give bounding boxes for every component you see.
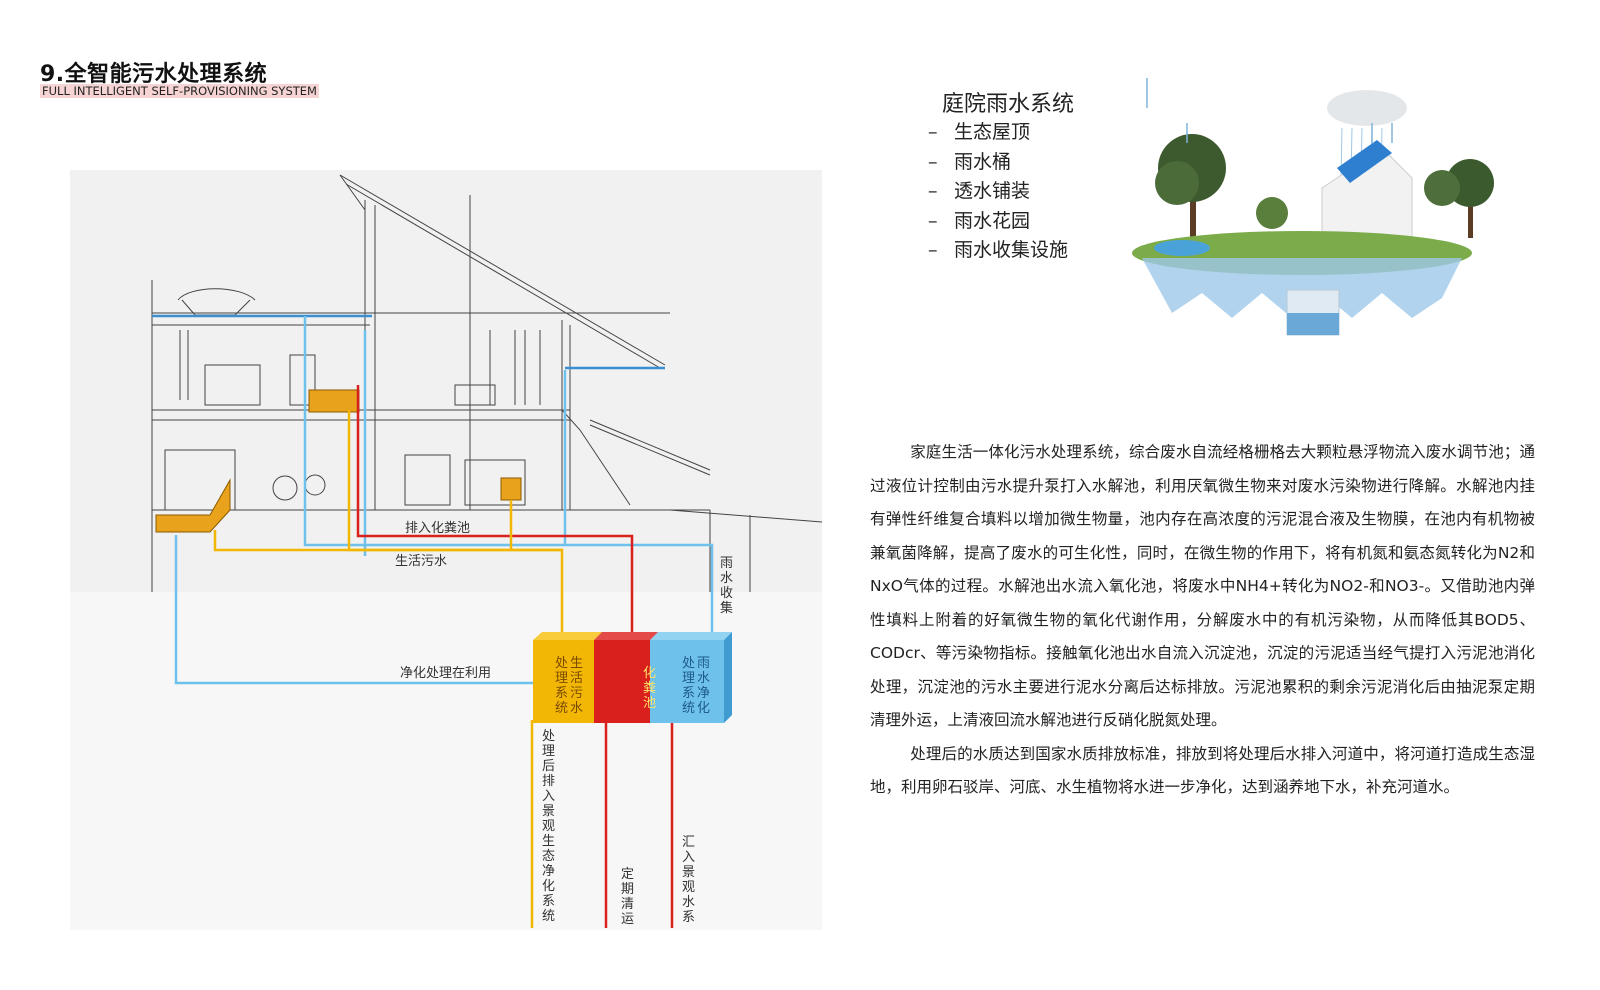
garden-rainwater-panel: 庭院雨水系统 –生态屋顶–雨水桶–透水铺装–雨水花园–雨水收集设施: [912, 68, 1512, 386]
rain-list-item: –雨水花园: [928, 207, 1068, 237]
roof-rain-lines: [152, 314, 665, 370]
dash-icon: –: [928, 121, 938, 143]
dash-icon: –: [928, 209, 938, 232]
dash-icon: –: [928, 150, 938, 173]
label-periodic-clean: 定期清运: [621, 867, 634, 927]
label-septic-inflow: 排入化粪池: [405, 521, 470, 536]
label-after-treatment: 处理后排入景观生态净化系统: [542, 729, 555, 924]
box-labels: 生活污水处理系统 化粪池 雨水净化处理系统: [555, 656, 710, 716]
dash-icon: –: [928, 180, 938, 202]
page-title: 9.全智能污水处理系统: [40, 62, 268, 87]
rain-list-item: –生态屋顶: [928, 118, 1068, 148]
box-label-rain: 雨水净化处理系统: [682, 656, 710, 716]
dash-icon: –: [928, 239, 938, 261]
box-rain: [650, 640, 724, 723]
label-rain-collect: 雨水收集: [720, 556, 733, 616]
rain-list-label: 生态屋顶: [954, 121, 1031, 143]
ground-tank: [155, 478, 231, 533]
box-label-septic: 化粪池: [643, 666, 656, 711]
pipes: [174, 316, 714, 928]
upper-tank: [308, 389, 360, 413]
tree-icons: [1155, 134, 1494, 238]
rain-panel-title: 庭院雨水系统: [942, 92, 1075, 117]
cloud-icon: [1327, 90, 1407, 126]
kitchen-tank: [500, 477, 522, 501]
label-reuse: 净化处理在利用: [400, 666, 491, 681]
vertical-labels: 雨水收集 处理后排入景观生态净化系统 定期清运 汇入景观水系: [542, 556, 733, 927]
box-domestic: [533, 640, 598, 723]
evaporation-arrows: [1146, 78, 1393, 143]
box-label-domestic: 生活污水处理系统: [555, 656, 583, 716]
rain-list-label: 透水铺装: [954, 180, 1031, 202]
rain-list-item: –雨水收集设施: [928, 236, 1068, 266]
rain-list-item: –雨水桶: [928, 148, 1068, 178]
rain-list-label: 雨水花园: [954, 209, 1031, 232]
description-paragraph-2: 处理后的水质达到国家水质排放标准，排放到将处理后水排入河道中，将河道打造成生态湿…: [870, 744, 1535, 797]
rain-panel-list: –生态屋顶–雨水桶–透水铺装–雨水花园–雨水收集设施: [928, 118, 1068, 266]
description-text: 家庭生活一体化污水处理系统，综合废水自流经格栅格去大颗粒悬浮物流入废水调节池；通…: [870, 436, 1535, 805]
treatment-boxes: [533, 632, 732, 723]
rain-list-label: 雨水桶: [954, 150, 1012, 173]
box-septic: [594, 640, 660, 723]
label-domestic-sewage: 生活污水: [395, 554, 447, 569]
description-paragraph-1: 家庭生活一体化污水处理系统，综合废水自流经格栅格去大颗粒悬浮物流入废水调节池；通…: [870, 443, 1535, 729]
rainwater-illustration: [1132, 78, 1494, 336]
sewage-system-diagram: 排入化粪池 生活污水 净化处理在利用 雨水收集 处理后排入景观生态净化系统 定期…: [70, 170, 825, 930]
label-into-landscape: 汇入景观水系: [682, 835, 695, 925]
diagram-svg: 排入化粪池 生活污水 净化处理在利用 雨水收集 处理后排入景观生态净化系统 定期…: [70, 170, 823, 930]
rain-list-item: –透水铺装: [928, 177, 1068, 207]
rain-list-label: 雨水收集设施: [954, 239, 1069, 261]
page-subtitle: FULL INTELLIGENT SELF-PROVISIONING SYSTE…: [40, 84, 319, 98]
